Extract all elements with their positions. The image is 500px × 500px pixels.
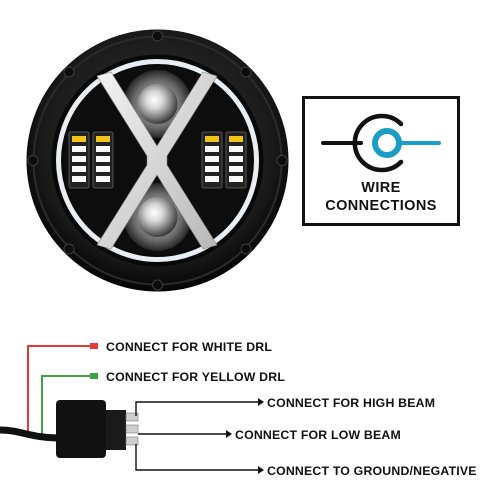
- red-wire-tip: [90, 343, 98, 349]
- connector-plug: [106, 410, 126, 450]
- label-low-beam: CONNECT FOR LOW BEAM: [235, 428, 401, 442]
- green-wire-tip: [90, 373, 98, 379]
- label-white-drl: CONNECT FOR WHITE DRL: [106, 340, 273, 354]
- wire-connections-badge: WIRE CONNECTIONS: [302, 96, 460, 226]
- high-beam-line: [135, 401, 258, 416]
- ground-line: [135, 444, 258, 471]
- green-wire: [41, 375, 92, 438]
- label-high-beam: CONNECT FOR HIGH BEAM: [267, 396, 436, 410]
- led-headlight-image: [26, 29, 289, 292]
- label-yellow-drl: CONNECT FOR YELLOW DRL: [106, 370, 286, 384]
- badge-title-line2: CONNECTIONS: [325, 198, 437, 214]
- badge-title-line1: WIRE: [361, 180, 401, 196]
- wiring-diagram: [0, 343, 264, 474]
- main-cable: [0, 426, 59, 442]
- connector-housing: [56, 400, 106, 458]
- connector-plug-icon: [321, 113, 441, 173]
- label-ground: CONNECT TO GROUND/NEGATIVE: [267, 464, 477, 478]
- red-wire: [27, 345, 92, 438]
